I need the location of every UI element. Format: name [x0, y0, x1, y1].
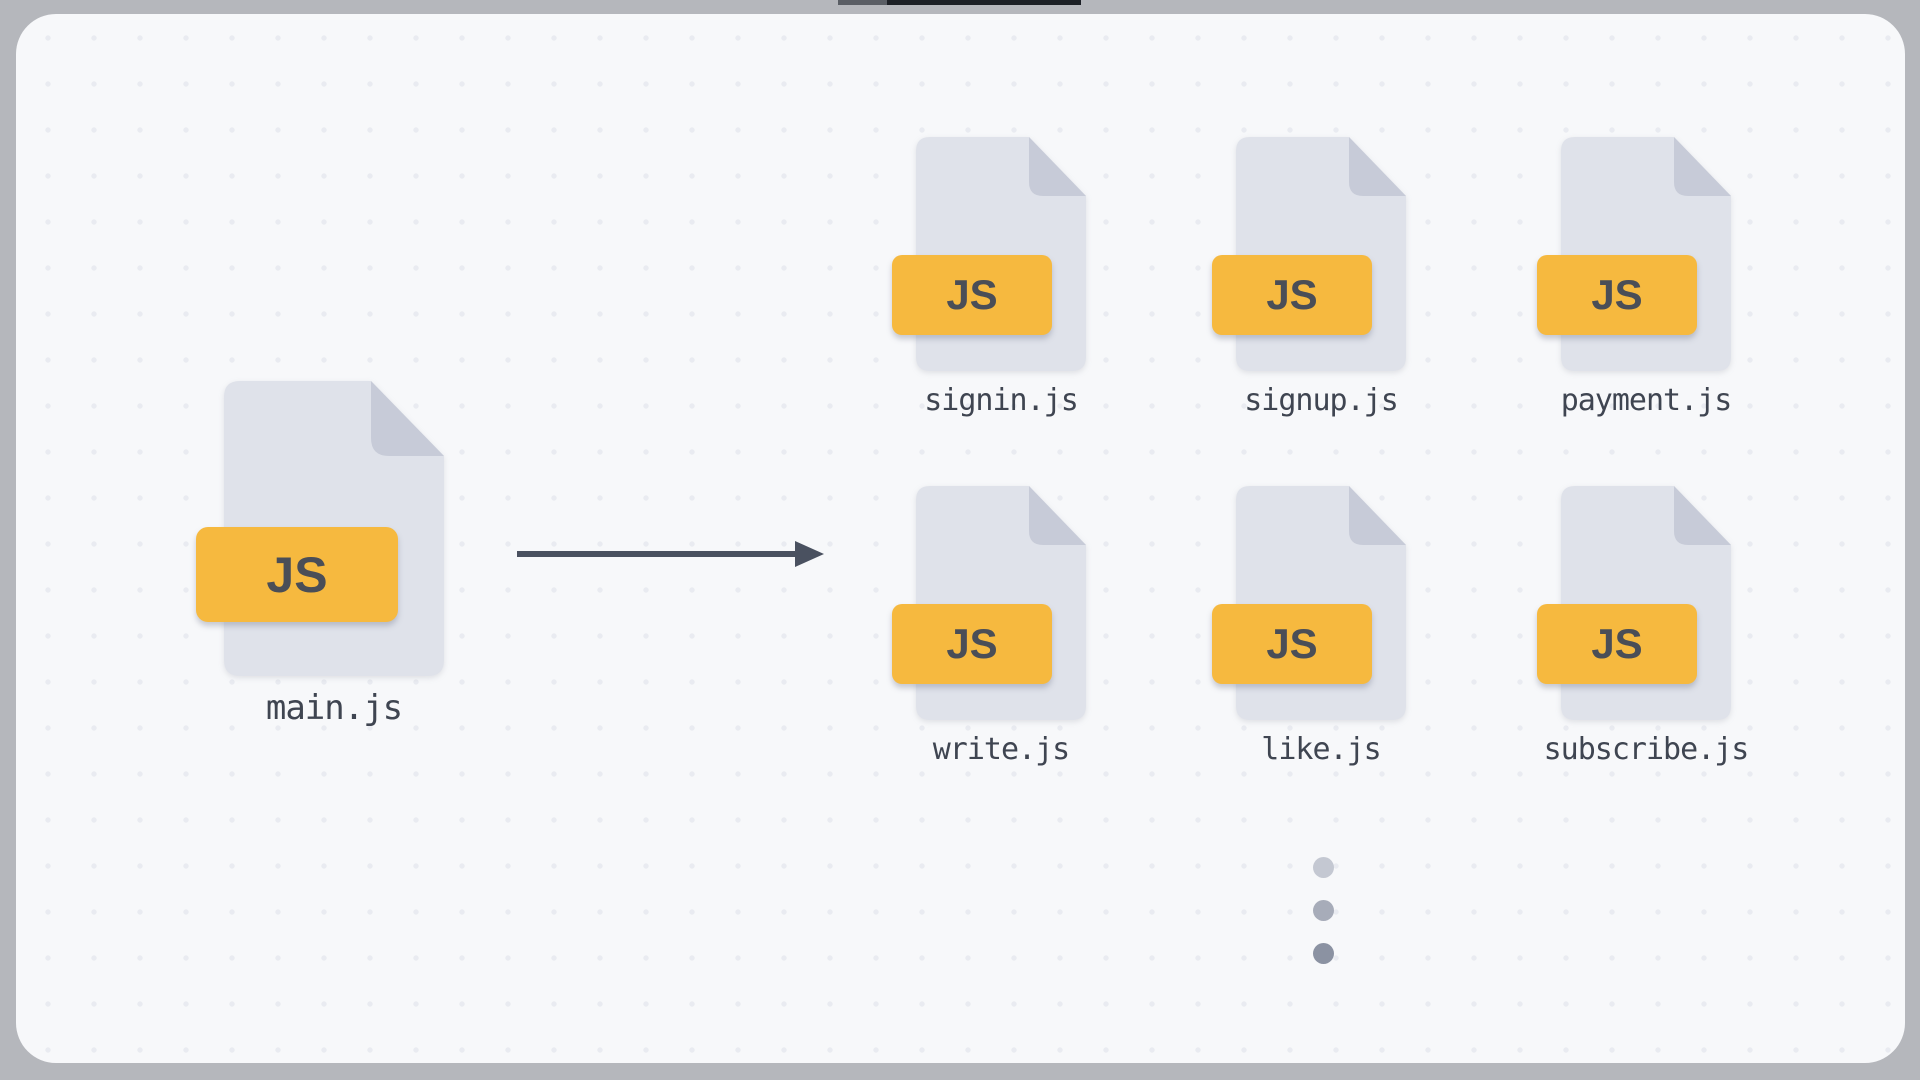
ellipsis-dot — [1313, 900, 1334, 921]
file-label: main.js — [265, 688, 403, 728]
file-card-subscribe: JS subscribe.js — [1537, 486, 1749, 767]
js-badge-label: JS — [1266, 271, 1318, 318]
top-progress-fragment-right — [887, 0, 1081, 5]
file-label: payment.js — [1560, 383, 1733, 418]
file-icon — [1236, 137, 1406, 371]
file-label: subscribe.js — [1543, 732, 1750, 767]
js-badge-label: JS — [1266, 620, 1318, 667]
js-badge: JS — [1212, 604, 1372, 684]
file-label: signup.js — [1244, 383, 1399, 418]
js-badge-label: JS — [946, 271, 998, 318]
js-badge: JS — [1212, 255, 1372, 335]
js-badge: JS — [892, 255, 1052, 335]
file-label: like.js — [1261, 732, 1381, 767]
file-card-payment: JS payment.js — [1537, 137, 1732, 418]
file-icon — [1561, 137, 1731, 371]
js-badge: JS — [1537, 255, 1697, 335]
js-badge: JS — [196, 527, 398, 622]
canvas-panel: JS main.js JS signin.js JS signup.js — [16, 14, 1905, 1063]
js-badge-label: JS — [1591, 271, 1643, 318]
file-card-main: JS main.js — [196, 381, 444, 728]
file-card-write: JS write.js — [892, 486, 1086, 767]
file-icon — [916, 486, 1086, 720]
js-badge-label: JS — [266, 546, 328, 603]
file-label: signin.js — [924, 383, 1079, 418]
js-badge-label: JS — [1591, 620, 1643, 667]
top-progress-fragment-left — [838, 0, 887, 5]
file-card-signin: JS signin.js — [892, 137, 1086, 418]
ellipsis-dot — [1313, 943, 1334, 964]
ellipsis-dot — [1313, 857, 1334, 878]
file-icon — [1561, 486, 1731, 720]
file-icon — [1236, 486, 1406, 720]
file-card-signup: JS signup.js — [1212, 137, 1406, 418]
js-badge: JS — [892, 604, 1052, 684]
file-icon — [916, 137, 1086, 371]
js-badge-label: JS — [946, 620, 998, 667]
file-label: write.js — [932, 732, 1070, 767]
ellipsis-more-files — [1313, 857, 1334, 964]
file-card-like: JS like.js — [1212, 486, 1406, 767]
split-arrow — [517, 541, 824, 567]
js-badge: JS — [1537, 604, 1697, 684]
